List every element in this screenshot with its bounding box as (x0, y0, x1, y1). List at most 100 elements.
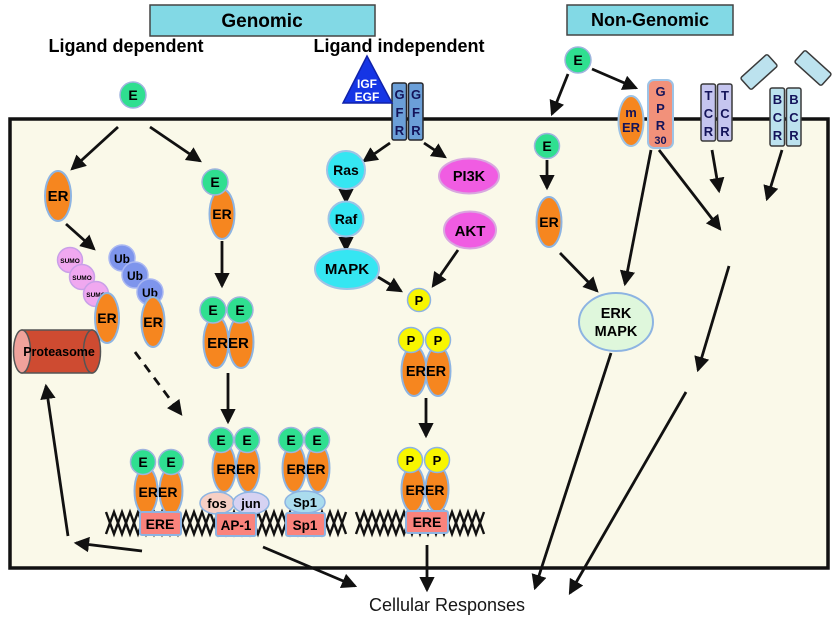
estrogen-label: E (128, 87, 137, 103)
er-shape (44, 170, 72, 222)
ub-label: Ub (127, 269, 143, 283)
erk-mapk-shape (578, 292, 654, 352)
ere-box (405, 510, 449, 534)
sumo-shape (68, 263, 96, 291)
ere-label: ERE (146, 516, 175, 532)
arrow-layer (40, 67, 784, 596)
arrow-erk-to-responses (531, 352, 613, 591)
gpr30-letter: G (655, 84, 665, 99)
igf-label: IGF (357, 77, 377, 91)
raf-shape (327, 200, 365, 238)
mer-label-m: m (625, 105, 637, 120)
sumo-label: SUMO (60, 258, 80, 265)
arrow-gfr-to-pi3k (423, 141, 447, 159)
arrow-dashed-to-ere (133, 351, 183, 416)
mapk-shape (314, 248, 380, 290)
pi3k-node: PI3K (438, 157, 500, 195)
estrogen-label: E (235, 302, 244, 318)
sumo-label: SUMO (86, 292, 106, 299)
estrogen-label: E (542, 138, 551, 154)
arrow-er-to-modification (65, 222, 96, 251)
arrow-right-chain-2 (568, 391, 688, 596)
genomic-header-box (149, 4, 376, 37)
proteasome-cap-right (82, 329, 102, 374)
erer-label: ERER (207, 335, 249, 352)
p-shape (424, 326, 452, 354)
ap1-label: AP-1 (221, 518, 252, 533)
gfr-letter: F (412, 105, 420, 120)
ras-shape (326, 150, 366, 190)
gpr30-shape (647, 79, 674, 149)
akt-shape (443, 210, 497, 250)
erer-label: ERER (287, 461, 326, 477)
estrogen-shape (564, 46, 592, 74)
e-node-nongenomic: E (533, 132, 561, 160)
p-label: P (433, 453, 442, 468)
e-node-genomic: E (119, 81, 147, 109)
er-label: ER (212, 206, 231, 222)
estrogen-label: E (312, 432, 321, 448)
mer-shape (617, 95, 645, 147)
estrogen-shape (226, 296, 254, 324)
bcr-shape (785, 87, 802, 147)
er-shape (535, 196, 563, 248)
pp-erer-dimer: P P ERER (397, 326, 452, 397)
bcr-receptor-pair: B C R B C R (740, 50, 832, 147)
estrogen-label: E (573, 52, 582, 68)
non-genomic-header: Non-Genomic (566, 4, 734, 36)
ubiquitin-er-chain: Ub Ub Ub ER (108, 244, 166, 348)
estrogen-shape (119, 81, 147, 109)
ligand-independent-label: Ligand independent (314, 36, 485, 56)
erer-label: ERER (406, 482, 445, 498)
er-label: ER (539, 214, 558, 230)
estrogen-label: E (210, 174, 219, 190)
arrow-e-to-er (70, 125, 119, 171)
mer-receptor: m ER (617, 95, 645, 147)
mapk-node: MAPK (314, 248, 380, 290)
arrow-e-to-eer (149, 125, 202, 163)
arrow-er-to-erk (558, 252, 599, 293)
arrow-tcr-down (709, 149, 725, 194)
gfr-letter: R (411, 123, 421, 138)
erk-mapk-node: ERK MAPK (578, 292, 654, 352)
phospho-node: P (406, 287, 432, 313)
estrogen-label: E (208, 302, 217, 318)
bcr-arm-left (740, 54, 778, 90)
ap1-box (215, 512, 257, 537)
estrogen-shape (233, 426, 261, 454)
igf-egf-triangle (341, 54, 394, 104)
genomic-header: Genomic (149, 4, 376, 37)
estrogen-shape (207, 426, 235, 454)
estrogen-label: E (216, 432, 225, 448)
p-label: P (407, 333, 416, 348)
ere-label: ERE (413, 514, 442, 530)
gpr30-letter: P (656, 101, 665, 116)
tcr-letter: R (720, 124, 730, 139)
ras-label: Ras (333, 162, 359, 178)
arrow-gfr-to-ras (362, 141, 391, 163)
raf-label: Raf (335, 211, 358, 227)
sumo-er-chain: SUMO SUMO SUMO ER (56, 246, 120, 344)
estrogen-shape (157, 448, 185, 476)
sumo-label: SUMO (72, 275, 92, 282)
estrogen-shape (303, 426, 331, 454)
ee-erer-dimer: E E ERER (199, 296, 255, 369)
ap1-complex: E E ERER fos jun AP-1 (199, 426, 270, 537)
jun-label: jun (240, 496, 261, 511)
fos-label: fos (207, 496, 227, 511)
non-genomic-header-box (566, 4, 734, 36)
arrow-mapk-to-p (377, 275, 403, 293)
p-label: P (434, 333, 443, 348)
arrow-bcr-down (763, 149, 784, 202)
cellular-responses-label: Cellular Responses (369, 595, 525, 615)
gpr30-letter: R (656, 118, 666, 133)
estrogen-shape (129, 448, 157, 476)
bcr-letter: R (789, 128, 799, 143)
erer-label: ERER (139, 484, 178, 500)
erer-label: ERER (217, 461, 256, 477)
ere-box (139, 511, 182, 536)
arrow-up-to-proteasome (40, 383, 70, 537)
estrogen-label: E (138, 454, 147, 470)
bcr-letter: B (789, 92, 798, 107)
bcr-letter: R (773, 128, 783, 143)
